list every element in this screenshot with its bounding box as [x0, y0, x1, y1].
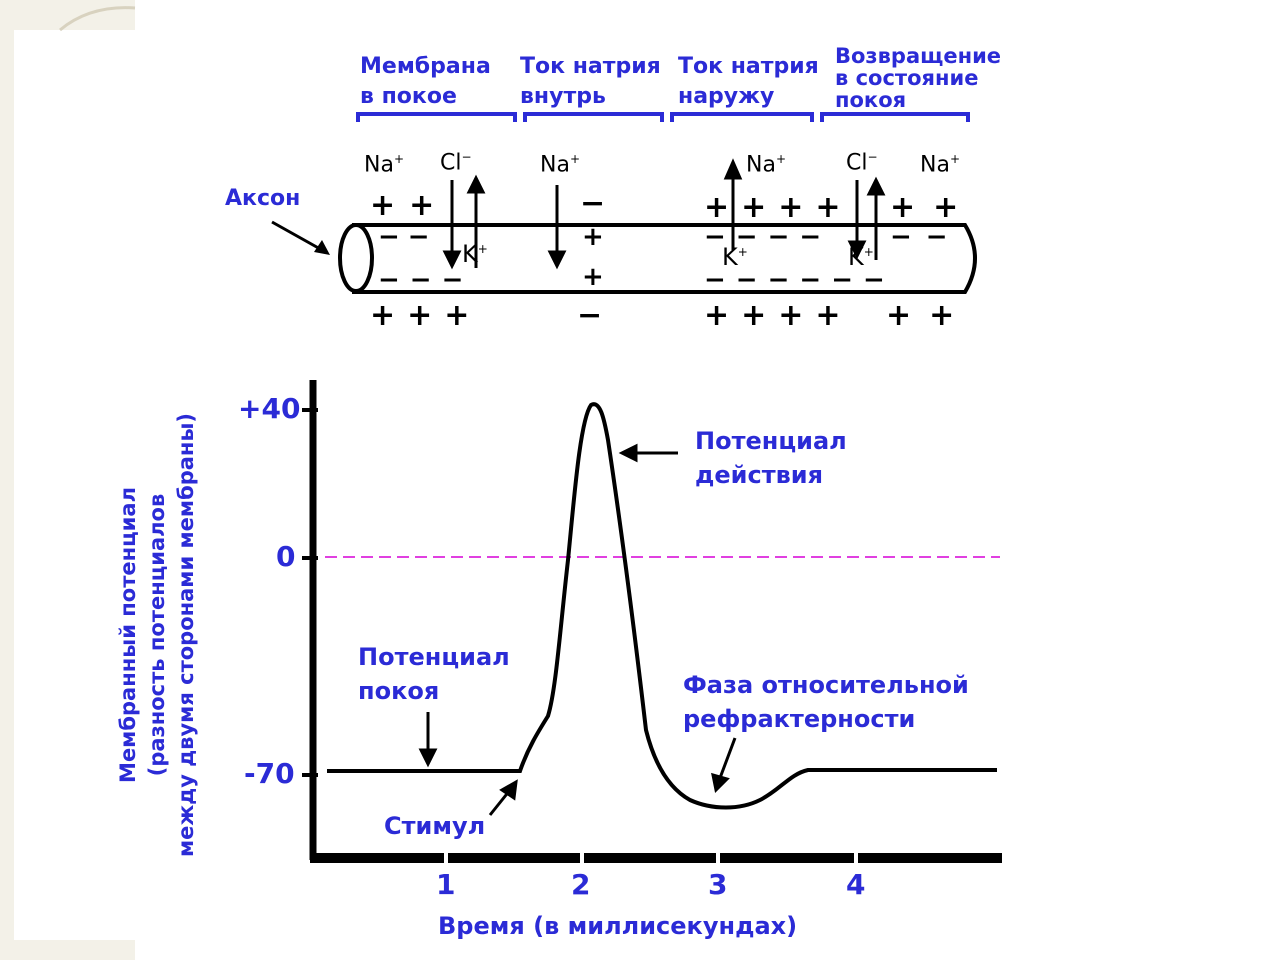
ion-label-na: Na+	[920, 152, 961, 178]
x-tick-label: 1	[436, 868, 456, 901]
charge-signs-outside-bottom: ++	[886, 298, 973, 333]
ion-arrows	[442, 158, 886, 270]
ion-label-k: K+	[848, 243, 874, 271]
phase-brackets	[356, 112, 970, 122]
charge-signs-outside-bottom: ++++	[704, 298, 853, 333]
axon-pointer-arrow	[271, 220, 323, 252]
ion-label-k: K+	[462, 240, 488, 268]
charge-sign: +	[582, 222, 604, 252]
ion-label-cl: Cl−	[846, 150, 878, 176]
ion-label-cl: Cl−	[440, 150, 472, 176]
ion-label-na: Na+	[540, 152, 581, 178]
x-axis-label: Время (в миллисекундах)	[438, 912, 798, 940]
x-tick-label: 3	[708, 868, 728, 901]
charge-signs-outside-top: ++++	[704, 190, 853, 225]
charge-signs-inside-top: −−−−	[704, 222, 832, 252]
charge-sign: −	[577, 298, 603, 333]
y-tick-label: 0	[276, 540, 296, 573]
potential-curve	[327, 402, 997, 810]
charge-sign: +	[582, 262, 604, 292]
annotation-arrows	[418, 443, 737, 816]
charge-signs-inside-bottom: −−−−−−	[704, 265, 895, 295]
charge-signs-inside-top: −−	[890, 222, 962, 252]
charge-signs-inside-bottom: −−−	[378, 265, 474, 295]
axon-label: Аксон	[225, 186, 301, 211]
charge-signs-outside-bottom: +++	[370, 298, 482, 333]
charge-signs-outside-top: ++	[890, 190, 977, 225]
charge-sign: −	[580, 186, 606, 221]
annotation-stimulus: Стимул	[384, 812, 486, 840]
x-tick-label: 2	[571, 868, 591, 901]
axon-cylinder	[338, 223, 977, 294]
ion-label-na: Na+	[364, 152, 405, 178]
x-ticks	[444, 850, 858, 866]
y-axis-label: Мембранный потенциал (разность потенциал…	[116, 412, 198, 858]
x-tick-label: 4	[846, 868, 866, 901]
ion-label-k: K+	[722, 243, 748, 271]
ion-label-na: Na+	[746, 152, 787, 178]
charge-signs-inside-top: −−	[378, 222, 438, 252]
y-tick-label: -70	[244, 757, 295, 790]
y-tick-label: +40	[238, 392, 301, 425]
charge-signs-outside-top: ++	[370, 188, 449, 223]
